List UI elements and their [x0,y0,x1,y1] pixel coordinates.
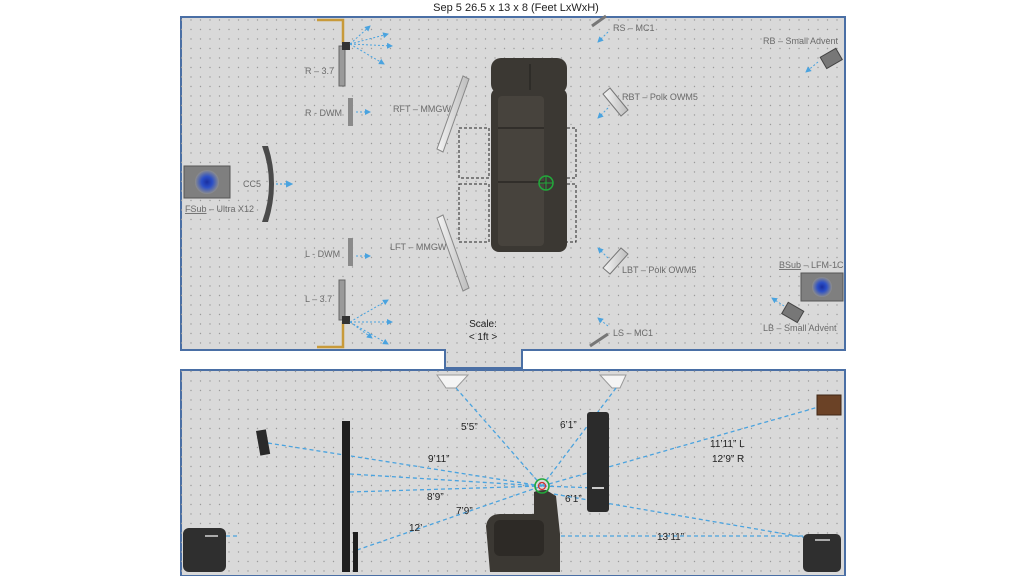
dist-9-11: 9’11” [428,454,450,465]
elevation-recliner [486,490,560,572]
lft-label: LFT – MMGW [390,242,447,252]
bsub-prefix: BSub [779,260,801,270]
rs-speaker [591,14,607,28]
svg-text:FSub – Ultra X12: FSub – Ultra X12 [185,204,254,214]
rft-label: RFT – MMGW [393,104,451,114]
rb-label: RB – Small Advent [763,36,839,46]
rbt-speaker [602,87,629,117]
elevation-ceiling-speaker-right [598,374,627,389]
dist-5-5: 5’5” [461,422,478,433]
ldwm-label: L - DWM [305,249,340,259]
dist-6-1-top: 6’1” [560,420,577,431]
dist-12: 12’ [409,523,422,534]
elevation-dwm [353,532,358,572]
bsub-suffix: – LFM-1C [801,260,844,270]
dist-7-9: 7’9” [456,506,473,517]
lft-panel [436,214,470,292]
lbt-speaker [602,247,629,275]
rb-speaker [819,47,843,70]
r37-label: R – 3.7 [305,66,334,76]
left-dwm-speaker [348,238,353,266]
left-front-baffle [317,322,345,349]
l37-label: L – 3.7 [305,294,332,304]
elevation-front-sub [183,528,226,572]
svg-text:BSub – LFM-1C: BSub – LFM-1C [779,260,844,270]
right-front-baffle [317,18,345,44]
left-main-speaker [338,279,346,321]
right-main-speaker [338,45,346,87]
cc5-label: CC5 [243,179,261,189]
dist-11-11-l: 11’11” L [710,439,745,450]
center-speaker [262,146,274,222]
elevation-side-speaker [587,412,609,512]
back-subwoofer [800,272,844,302]
ls-label: LS – MC1 [613,328,653,338]
lbt-label: LBT – Polk OWM5 [622,265,696,275]
fsub-suffix: – Ultra X12 [207,204,255,214]
diagram-title: Sep 5 26.5 x 13 x 8 (Feet LxWxH) [433,2,599,14]
elevation-front-speaker [255,429,271,456]
rdwm-label: R - DWM [305,108,342,118]
elevation-back-sub [803,534,841,572]
listening-position-marker [534,478,550,494]
elevation-back-speaker [816,394,842,416]
scale-value: < 1ft > [469,332,498,343]
ls-speaker [589,332,609,348]
rft-panel [436,75,470,153]
dist-12-9-r: 12’9” R [712,454,744,465]
scale-label: Scale: [469,319,497,330]
couch [491,58,567,252]
lb-speaker [781,301,805,324]
lb-label: LB – Small Advent [763,323,837,333]
dist-6-1-bottom: 6’1” [565,494,582,505]
right-dwm-speaker [348,98,353,126]
dist-13-11: 13’11” [657,532,684,543]
dist-8-9: 8’9” [427,492,444,503]
front-subwoofer [183,165,231,199]
rs-label: RS – MC1 [613,23,655,33]
rbt-label: RBT – Polk OWM5 [622,92,698,102]
distance-lines [205,387,823,551]
elevation-main-tower [342,421,350,572]
fsub-prefix: FSub [185,204,207,214]
